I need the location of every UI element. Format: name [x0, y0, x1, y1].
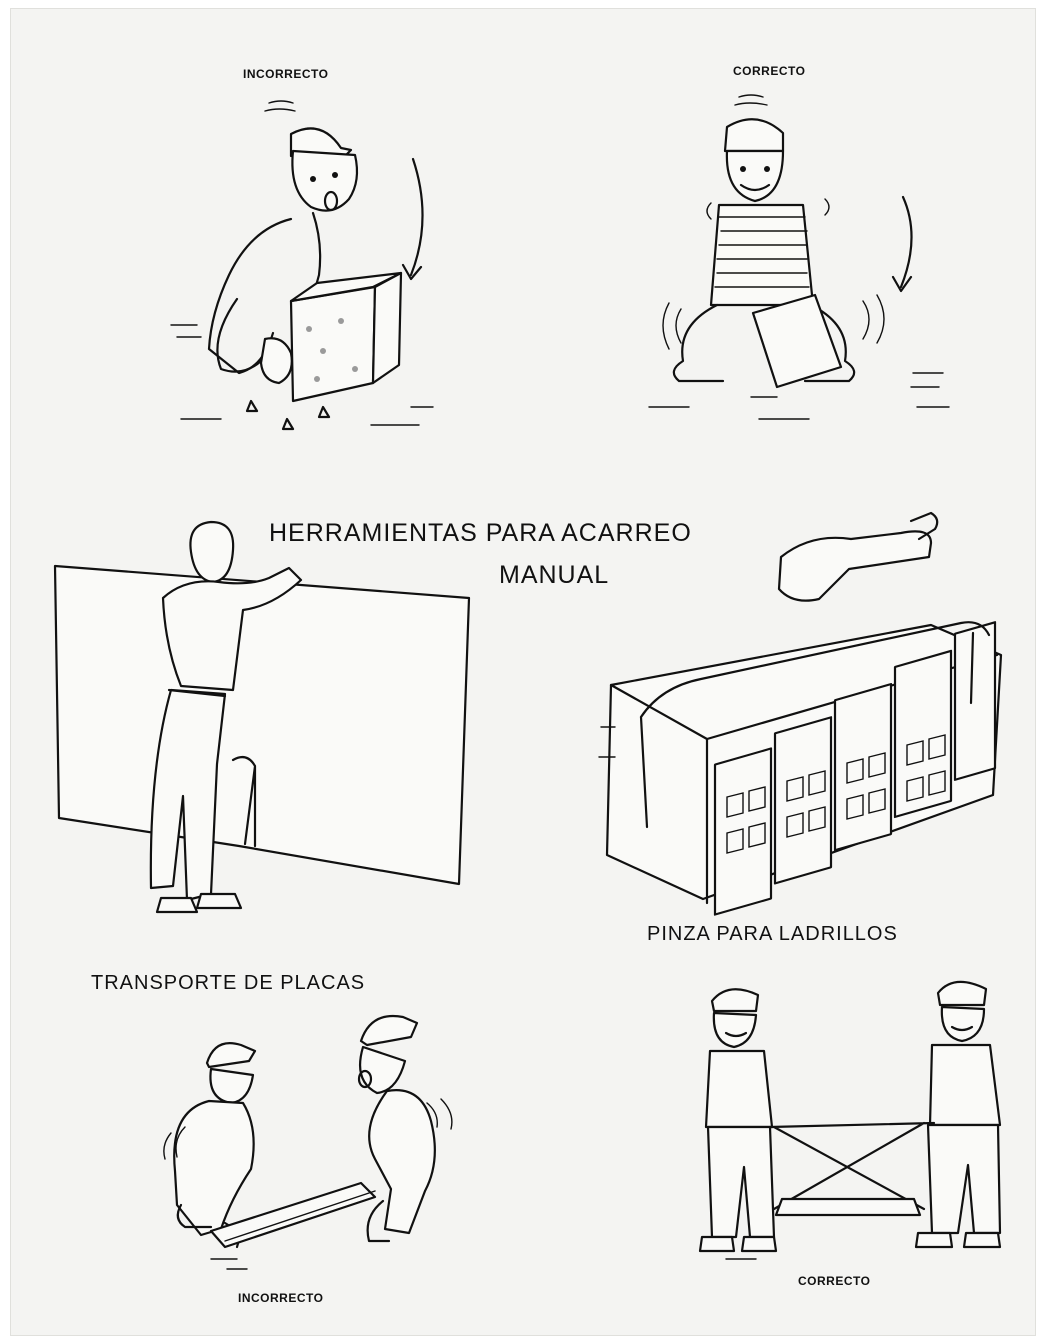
incorrect-carry-label: INCORRECTO — [238, 1291, 324, 1305]
heading-line-1: HERRAMIENTAS PARA ACARREO — [269, 519, 692, 547]
incorrect-lift-label: INCORRECTO — [243, 67, 329, 81]
incorrect-carry-illustration — [163, 1014, 453, 1270]
correct-lift-illustration — [648, 94, 950, 420]
panel-carry-illustration — [53, 520, 471, 914]
correct-lift-label: CORRECTO — [733, 64, 806, 78]
brick-tongs-label: PINZA PARA LADRILLOS — [647, 923, 898, 945]
brick-tongs-illustration — [598, 511, 1003, 916]
panel-transport-label: TRANSPORTE DE PLACAS — [91, 972, 366, 994]
incorrect-lift-illustration — [170, 100, 434, 431]
correct-carry-illustration — [698, 980, 1002, 1260]
heading-line-2: MANUAL — [499, 561, 610, 589]
document-page: INCORRECTO CORRECTO HERRAMIENTAS PARA AC… — [10, 8, 1036, 1336]
correct-carry-label: CORRECTO — [798, 1274, 871, 1288]
